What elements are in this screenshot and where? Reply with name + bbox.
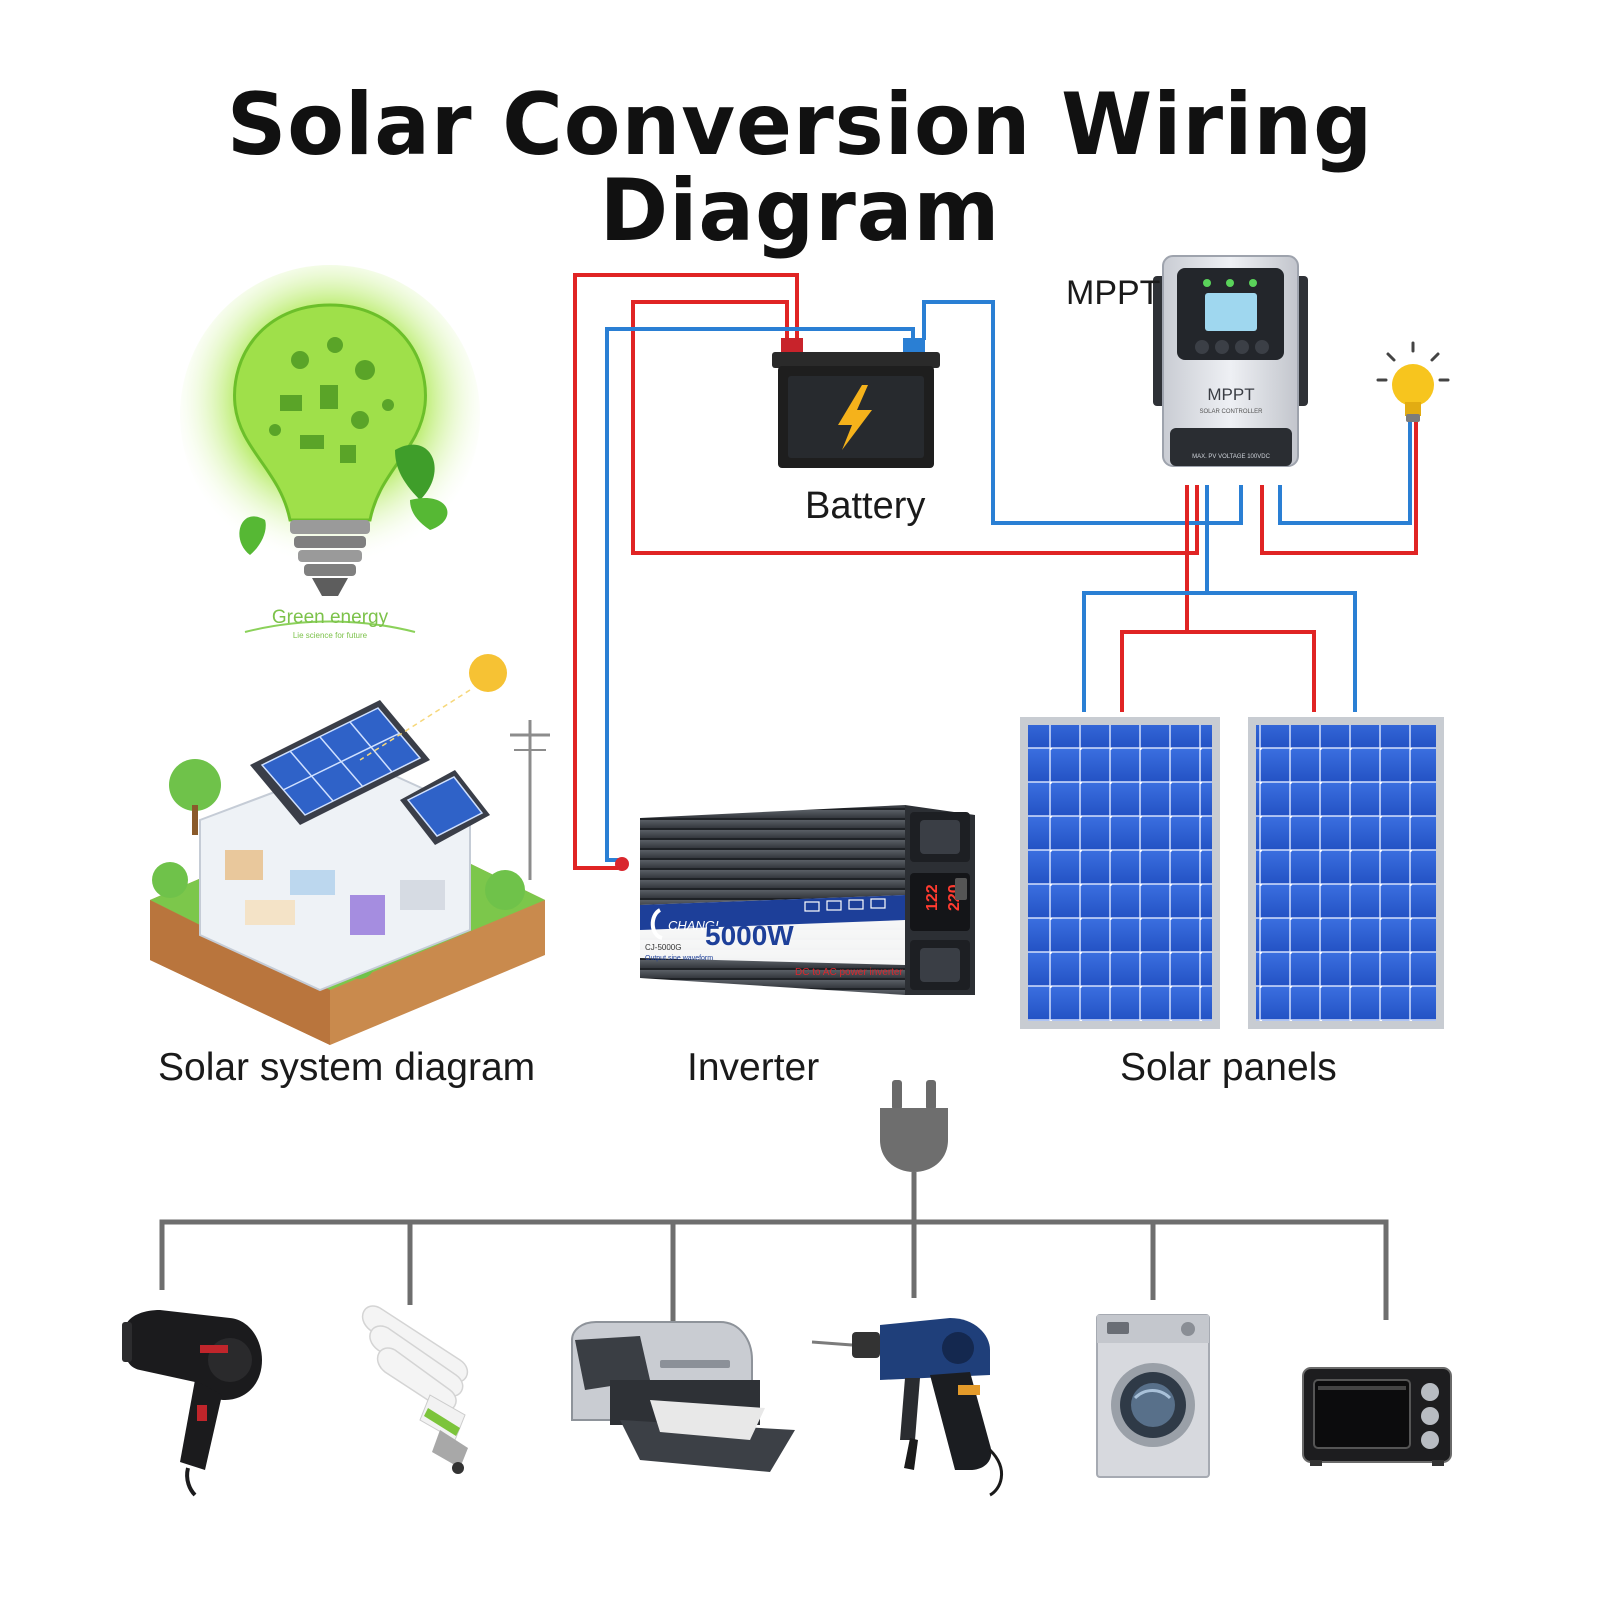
inverter-description: DC to AC power inverter — [795, 967, 903, 978]
inverter-power-label: 5000W — [705, 920, 794, 951]
solar-house-icon — [150, 654, 550, 1045]
lightbulb-load-icon — [1376, 341, 1450, 422]
inverter-display-1: 122 — [924, 884, 941, 911]
wire-battery-inverter-negative — [605, 327, 915, 862]
solar-panel-left-icon — [1020, 717, 1220, 1029]
bulb-caption-subtitle: Lie science for future — [293, 631, 368, 640]
mppt-sub-label: SOLAR CONTROLLER — [1199, 409, 1263, 415]
inverter-model: CJ-5000G — [645, 943, 681, 952]
distribution-lines — [159, 1219, 1389, 1333]
solar-panel-right-icon — [1248, 717, 1444, 1029]
power-plug-icon — [880, 1080, 948, 1222]
wire-mppt-lamp-positive — [1260, 420, 1418, 555]
green-energy-bulb-icon: Green energy Lie science for future — [180, 265, 480, 640]
wire-mppt-lamp-negative — [1278, 420, 1412, 525]
hair-dryer-icon — [122, 1310, 262, 1497]
wiring — [573, 273, 1418, 870]
page-title: Solar Conversion Wiring Diagram — [226, 75, 1374, 261]
cfl-bulb-icon — [361, 1305, 469, 1474]
mppt-label: MPPT — [1066, 274, 1161, 312]
wire-battery-mppt-negative — [922, 300, 1243, 525]
battery-label: Battery — [805, 485, 926, 527]
battery-icon — [772, 338, 940, 468]
inverter-waveform: Output sine waveform — [645, 955, 713, 962]
inverter-brand: CHANGI — [668, 918, 719, 933]
solar-system-label: Solar system diagram — [158, 1046, 536, 1089]
wire-battery-mppt-positive — [631, 300, 1199, 555]
wire-mppt-panel-positive — [1120, 485, 1189, 712]
mppt-controller-icon: MPPT SOLAR CONTROLLER MAX. PV VOLTAGE 10… — [1153, 255, 1308, 467]
wire-mppt-panel-negative-2 — [1207, 591, 1357, 712]
inverter-label: Inverter — [687, 1046, 820, 1089]
wire-battery-inverter-positive — [573, 273, 799, 870]
washing-machine-icon — [1096, 1314, 1210, 1478]
toaster-oven-icon — [1302, 1367, 1452, 1466]
mppt-face-label: MPPT — [1207, 385, 1254, 404]
mppt-bottom-label: MAX. PV VOLTAGE 100VDC — [1192, 454, 1270, 460]
wire-mppt-panel-negative — [1082, 485, 1209, 712]
bulb-caption-title: Green energy — [272, 607, 389, 628]
inverter-icon: 122 220 CHANGI 5000W CJ-5000G Output sin… — [615, 805, 975, 995]
power-drill-icon — [811, 1318, 1003, 1497]
printer-icon — [571, 1321, 795, 1472]
wire-mppt-panel-positive-2 — [1187, 630, 1316, 712]
solar-panels-label: Solar panels — [1120, 1046, 1337, 1089]
